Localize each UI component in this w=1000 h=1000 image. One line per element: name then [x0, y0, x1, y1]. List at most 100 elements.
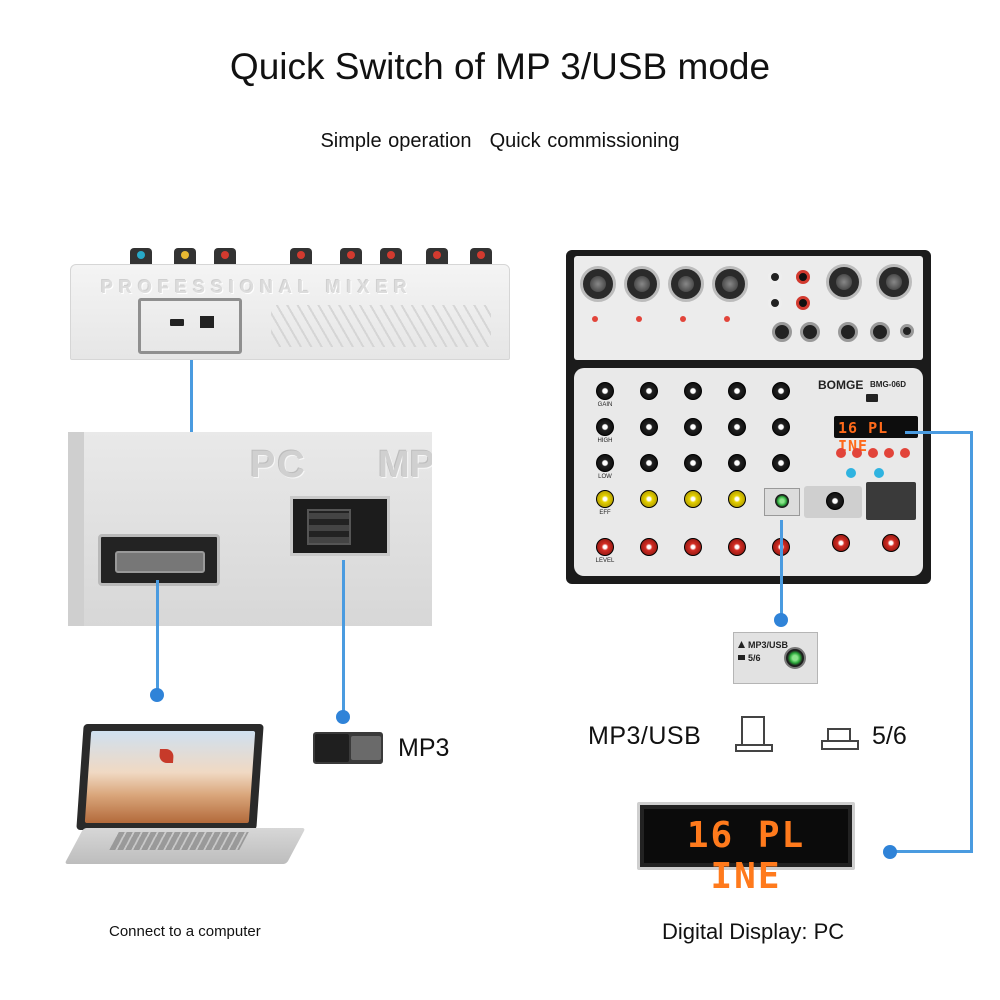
- zoom-switch-knob: [307, 509, 351, 545]
- mixer-model: BMG-06D: [870, 380, 907, 389]
- connector-dot: [883, 845, 897, 859]
- xlr-input-jack: [580, 266, 616, 302]
- button-pressed-icon: [735, 716, 773, 752]
- control-button: [868, 448, 878, 458]
- line-output-jack: [870, 322, 890, 342]
- gain-knob: [640, 382, 658, 400]
- mp3-toggle-switch-icon: [313, 732, 383, 764]
- low-knob: [684, 454, 702, 472]
- level-knob: [728, 538, 746, 556]
- connector-line: [190, 360, 193, 440]
- caption-connect-computer: Connect to a computer: [109, 923, 261, 940]
- gain-knob: [772, 382, 790, 400]
- low-knob: [596, 454, 614, 472]
- zoom-panel-side: [68, 432, 84, 626]
- rear-jack: [290, 248, 312, 264]
- usb-port-icon: [866, 394, 878, 402]
- mixer-front-panel-image: GAIN HIGH LOW EFF LEVEL BOMGE BMG-06D: [566, 250, 931, 584]
- zoom-panel-image: PC MP: [68, 432, 432, 626]
- program-knob: [826, 492, 844, 510]
- dsp-button: [874, 468, 884, 478]
- connector-line: [970, 431, 973, 853]
- line-input-jack: [772, 322, 792, 342]
- mixer-mp3usb-button-area: [764, 488, 800, 516]
- connector-dot: [774, 613, 788, 627]
- mixer-rear-panel-image: PROFESSIONAL MIXER: [70, 246, 510, 364]
- button-released-icon: [821, 728, 859, 750]
- mixer-brand: BOMGE: [818, 378, 864, 392]
- mixer-display: 16 PL INE: [834, 416, 918, 455]
- rear-jack: [174, 248, 196, 264]
- rca-jack: [768, 296, 782, 310]
- control-button: [836, 448, 846, 458]
- rear-vents: [271, 305, 491, 347]
- rear-jack: [340, 248, 362, 264]
- gain-knob: [596, 382, 614, 400]
- mixer-control-section: GAIN HIGH LOW EFF LEVEL BOMGE BMG-06D: [574, 368, 923, 576]
- rca-jack: [768, 270, 782, 284]
- connector-dot: [336, 710, 350, 724]
- level-knob: [640, 538, 658, 556]
- mp3-label: MP3: [398, 734, 450, 762]
- knob-label-gain: GAIN: [597, 402, 613, 408]
- low-knob: [640, 454, 658, 472]
- mp3-toggle-slot: [351, 736, 381, 760]
- xlr-input-jack: [712, 266, 748, 302]
- digital-display-closeup: 16 PL INE: [637, 802, 855, 897]
- rear-highlight-box: [138, 298, 242, 354]
- mp3usb-button-closeup: MP3/USB 5/6: [733, 632, 818, 684]
- mixer-mp3usb-button: [775, 494, 789, 508]
- gain-knob: [684, 382, 702, 400]
- high-knob: [684, 418, 702, 436]
- high-knob: [772, 418, 790, 436]
- control-button: [900, 448, 910, 458]
- high-knob: [728, 418, 746, 436]
- effect-knob: [640, 490, 658, 508]
- phantom-led: [680, 316, 686, 322]
- pressed-small-icon: [738, 641, 745, 648]
- knob-label-level: LEVEL: [595, 558, 615, 564]
- rear-jack: [380, 248, 402, 264]
- gain-knob: [728, 382, 746, 400]
- connector-line: [156, 580, 159, 695]
- main-out-knob: [832, 534, 850, 552]
- rear-usb-port: [170, 319, 184, 326]
- zoom-mp-label: MP: [378, 444, 432, 486]
- xlr-input-jack: [624, 266, 660, 302]
- phantom-led: [724, 316, 730, 322]
- rca-jack: [796, 296, 810, 310]
- rear-jack: [214, 248, 236, 264]
- mp3usb-green-button: [784, 647, 806, 669]
- xlr-input-jack: [668, 266, 704, 302]
- effect-knob: [728, 490, 746, 508]
- connector-line: [342, 560, 345, 717]
- control-button: [852, 448, 862, 458]
- control-button: [884, 448, 894, 458]
- released-small-icon: [738, 655, 745, 660]
- connector-dot: [150, 688, 164, 702]
- subtitle-quick-commissioning: Quick commissioning: [489, 130, 680, 152]
- low-knob: [728, 454, 746, 472]
- dsp-button: [846, 468, 856, 478]
- connector-line: [780, 520, 783, 620]
- laptop-screen: [76, 724, 264, 830]
- caption-digital-display: Digital Display: PC: [662, 919, 845, 944]
- low-knob: [772, 454, 790, 472]
- rca-jack: [796, 270, 810, 284]
- zoom-pc-label: PC: [250, 444, 307, 486]
- rear-jack: [130, 248, 152, 264]
- effect-knob: [684, 490, 702, 508]
- high-knob: [640, 418, 658, 436]
- phones-knob: [882, 534, 900, 552]
- rear-jack: [470, 248, 492, 264]
- knob-label-eff: EFF: [599, 510, 611, 516]
- mixer-input-section: [574, 256, 923, 360]
- headphone-jack: [900, 324, 914, 338]
- connector-line: [905, 431, 973, 434]
- high-knob: [596, 418, 614, 436]
- mp3-toggle-knob: [315, 734, 349, 762]
- zoom-usb-port: [98, 534, 220, 586]
- level-knob: [684, 538, 702, 556]
- rear-brand-text: PROFESSIONAL MIXER: [101, 277, 413, 297]
